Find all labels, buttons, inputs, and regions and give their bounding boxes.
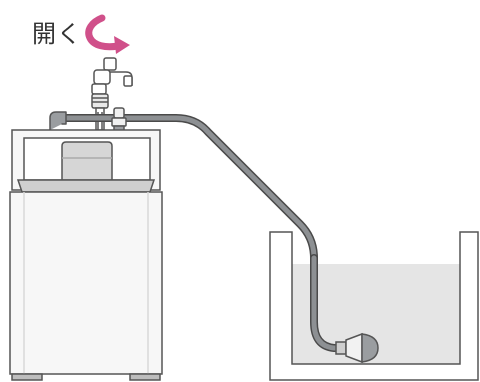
curved-open-arrow-icon [89, 18, 130, 54]
washing-machine [10, 130, 162, 380]
